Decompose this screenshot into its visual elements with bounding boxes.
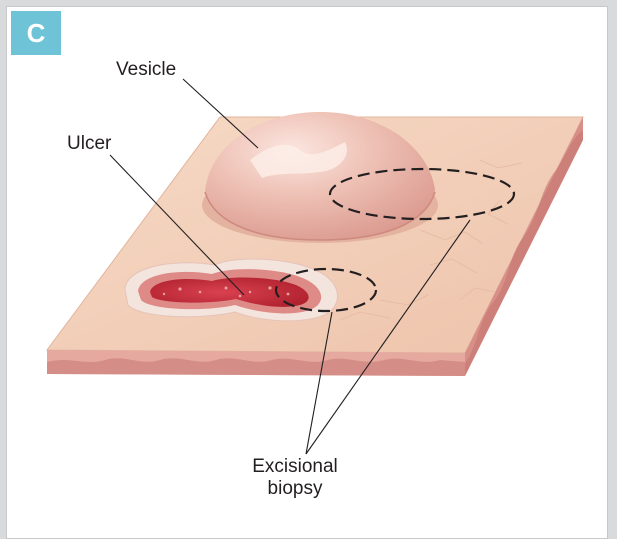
label-excisional: Excisional (220, 456, 370, 478)
label-biopsy: biopsy (220, 478, 370, 500)
label-vesicle: Vesicle (116, 59, 176, 81)
label-excisional-biopsy: Excisional biopsy (220, 456, 370, 500)
label-ulcer: Ulcer (67, 133, 111, 155)
